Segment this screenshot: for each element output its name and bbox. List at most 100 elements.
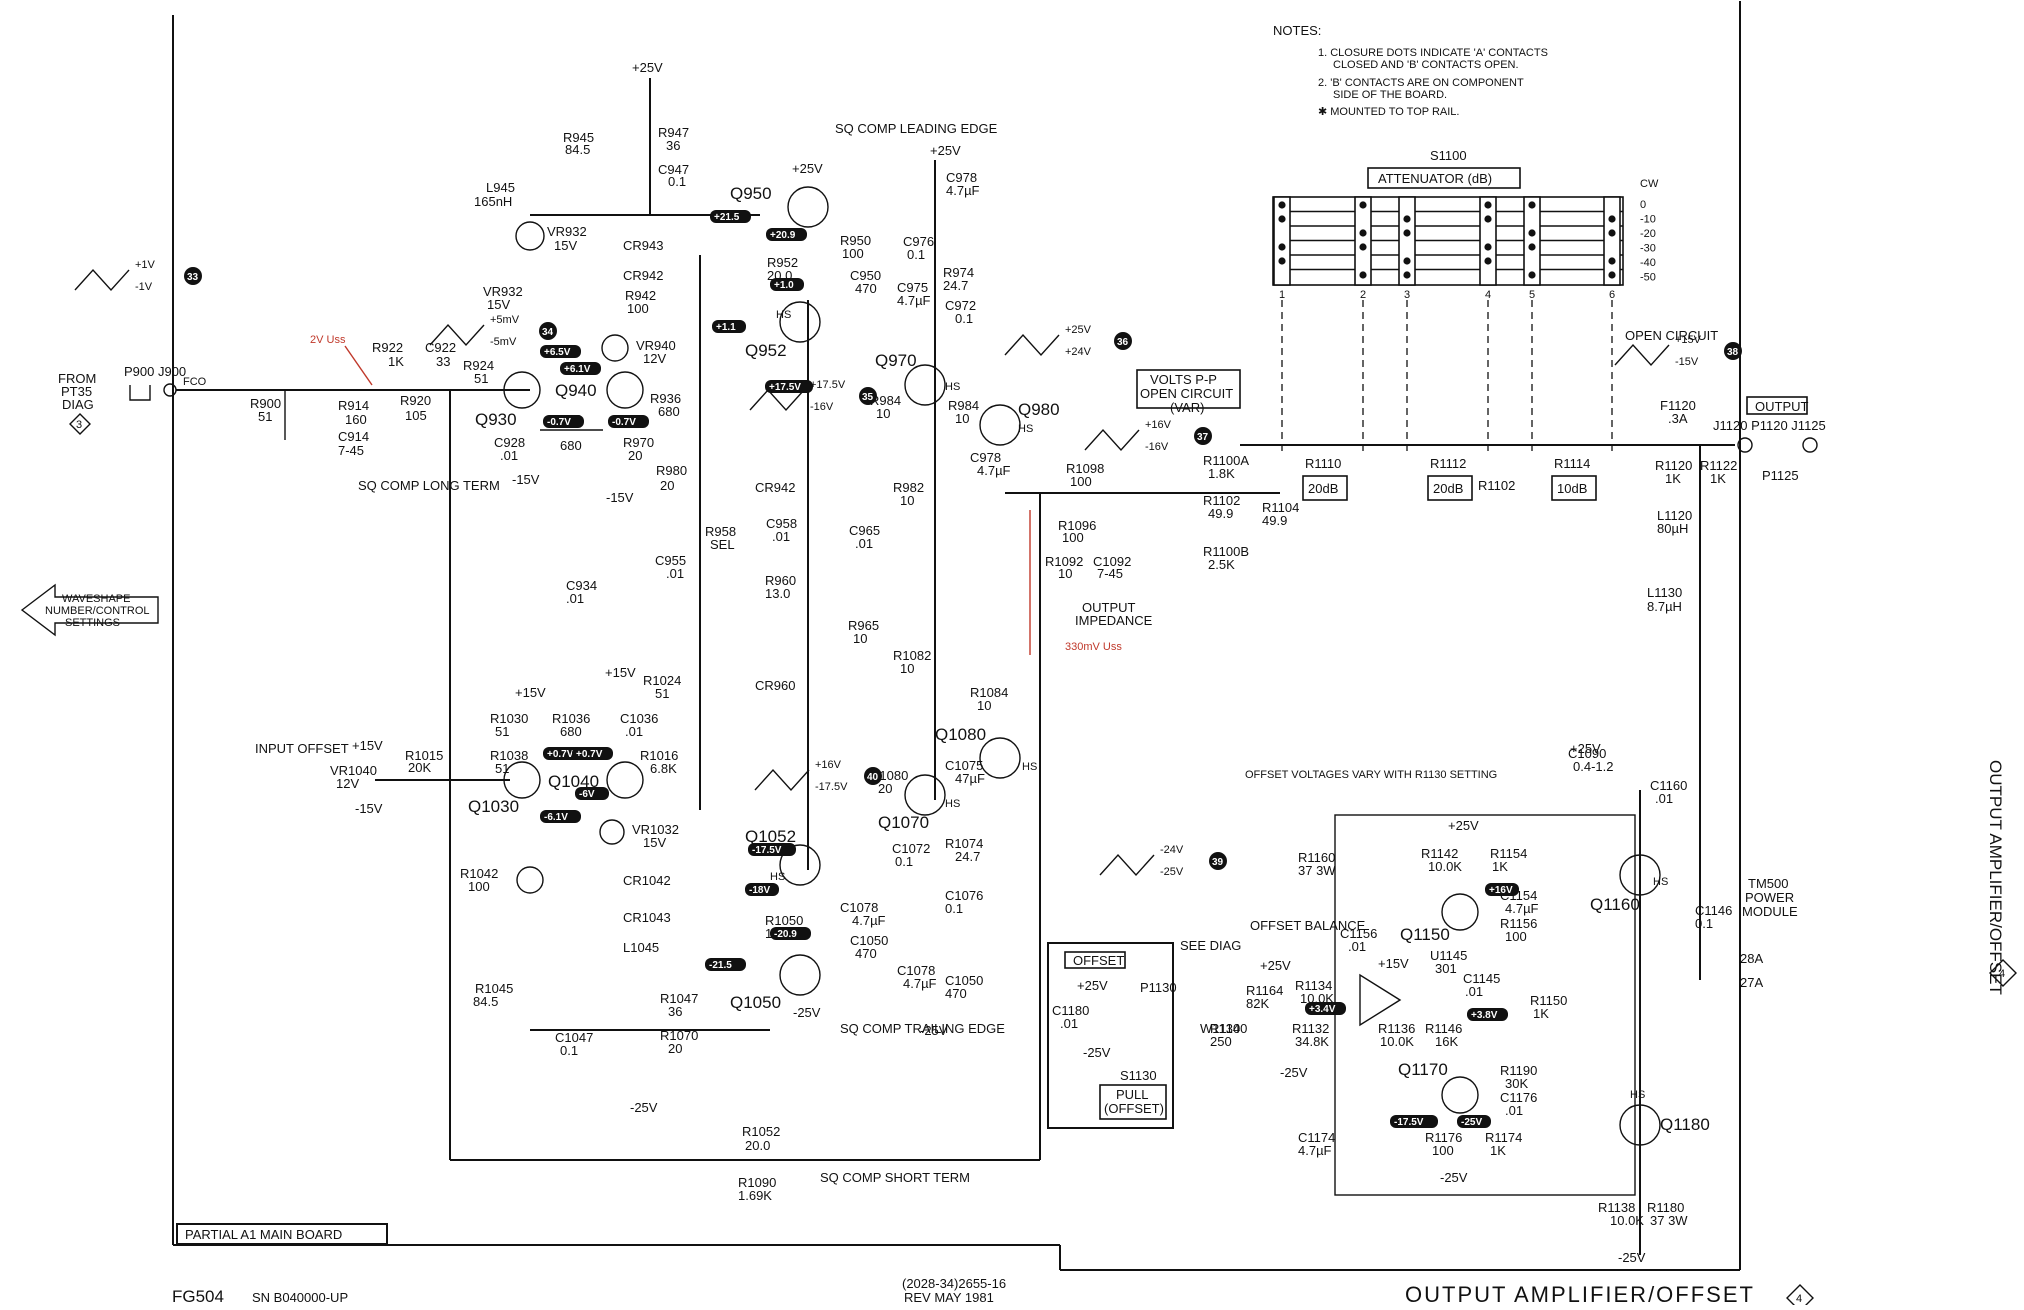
svg-text:1K: 1K xyxy=(1533,1006,1549,1021)
svg-text:R1082: R1082 xyxy=(893,648,931,663)
note-line: SIDE OF THE BOARD. xyxy=(1333,89,1447,101)
svg-text:10: 10 xyxy=(900,661,914,676)
svg-text:R1122: R1122 xyxy=(1700,458,1737,473)
test-voltage-tag: +6.5V xyxy=(540,345,581,358)
svg-text:R950: R950 xyxy=(840,233,871,248)
svg-text:R982: R982 xyxy=(893,480,924,495)
svg-text:HS: HS xyxy=(945,798,960,810)
svg-text:0.1: 0.1 xyxy=(668,174,686,189)
svg-text:1K: 1K xyxy=(1490,1143,1506,1158)
svg-text:0.4-1.2: 0.4-1.2 xyxy=(1573,759,1613,774)
offset-note: OFFSET VOLTAGES VARY WITH R1130 SETTING xyxy=(1245,769,1497,781)
see-diag-label: SEE DIAG xyxy=(1180,938,1241,953)
svg-text:4.7µF: 4.7µF xyxy=(946,183,980,198)
svg-text:R974: R974 xyxy=(943,265,974,280)
svg-text:4.7µF: 4.7µF xyxy=(1505,901,1539,916)
svg-text:680: 680 xyxy=(560,438,582,453)
svg-text:10: 10 xyxy=(853,631,867,646)
svg-text:R1134: R1134 xyxy=(1295,978,1332,993)
svg-text:+15V: +15V xyxy=(605,665,636,680)
notes-block: NOTES: 1. CLOSURE DOTS INDICATE 'A' CONT… xyxy=(1273,23,1548,118)
closure-dot xyxy=(1608,271,1616,279)
svg-text:0.1: 0.1 xyxy=(560,1043,578,1058)
svg-text:1.69K: 1.69K xyxy=(738,1188,772,1203)
feedback-network: R1052 20.0 R1090 1.69K SQ COMP SHORT TER… xyxy=(449,390,1041,1203)
svg-text:C972: C972 xyxy=(945,298,976,313)
transistor-q980: Q980 xyxy=(1018,400,1060,419)
svg-text:15V: 15V xyxy=(643,835,666,850)
pad-value: 10dB xyxy=(1557,481,1587,496)
sheet-diag-number: 4 xyxy=(1796,1293,1802,1305)
svg-text:-15V: -15V xyxy=(512,472,540,487)
s1130-label: S1130 xyxy=(1120,1068,1157,1083)
svg-text:R1176: R1176 xyxy=(1425,1130,1462,1145)
svg-text:-25V: -25V xyxy=(1083,1045,1111,1060)
svg-text:7-45: 7-45 xyxy=(1097,566,1123,581)
svg-text:R924: R924 xyxy=(463,358,494,373)
svg-text:15V: 15V xyxy=(554,238,577,253)
svg-text:L1130: L1130 xyxy=(1647,585,1682,600)
closure-dot xyxy=(1484,243,1492,251)
waveform-hi: +17.5V xyxy=(810,379,846,391)
test-voltage-value: -17.5V xyxy=(752,845,782,856)
svg-text:+25V: +25V xyxy=(1570,741,1601,756)
svg-text:36: 36 xyxy=(668,1004,682,1019)
volts-pp-label: VOLTS P-P xyxy=(1150,372,1217,387)
svg-text:HS: HS xyxy=(776,309,791,321)
p1130-label: P1130 xyxy=(1140,980,1177,995)
offset-balance-label: OFFSET BALANCE xyxy=(1250,918,1366,933)
svg-text:R936: R936 xyxy=(650,391,681,406)
attenuator-step: 0 xyxy=(1640,199,1646,211)
svg-text:7-45: 7-45 xyxy=(338,443,364,458)
svg-text:R945: R945 xyxy=(563,130,594,145)
svg-text:1K: 1K xyxy=(1492,859,1508,874)
svg-text:100: 100 xyxy=(1070,474,1092,489)
test-voltage-tag: -0.7V xyxy=(543,415,584,428)
test-voltage-tag: +0.7V xyxy=(572,747,613,760)
svg-text:VR1040: VR1040 xyxy=(330,763,377,778)
attenuator-contact-number: 3 xyxy=(1404,289,1410,301)
pad-ref: R1110 xyxy=(1305,456,1341,471)
note-line: 2. 'B' CONTACTS ARE ON COMPONENT xyxy=(1318,77,1524,89)
svg-text:C1050: C1050 xyxy=(945,973,983,988)
svg-text:R1100A: R1100A xyxy=(1203,453,1249,468)
svg-text:L1120: L1120 xyxy=(1657,508,1692,523)
lower-output-stage: Q1052 HS Q1050 -25V C1078 4.7µF R1050 10… xyxy=(730,725,1037,1038)
test-voltage-value: -25V xyxy=(1461,1117,1482,1128)
waveform-id: 33 xyxy=(187,272,199,283)
waveform-id: 36 xyxy=(1117,337,1129,348)
red-annotation-330mv: 330mV Uss xyxy=(1065,641,1122,653)
svg-text:C1047: C1047 xyxy=(555,1030,593,1045)
svg-text:10: 10 xyxy=(900,493,914,508)
svg-text:C978: C978 xyxy=(970,450,1001,465)
attenuator-cw: CW xyxy=(1640,178,1659,190)
svg-text:+15V: +15V xyxy=(352,738,383,753)
svg-text:4.7µF: 4.7µF xyxy=(1298,1143,1332,1158)
test-voltage-tag: -17.5V xyxy=(1390,1115,1438,1128)
svg-text:12V: 12V xyxy=(643,351,666,366)
test-voltage-value: -0.7V xyxy=(547,417,571,428)
svg-text:37 3W: 37 3W xyxy=(1298,863,1336,878)
closure-dot xyxy=(1359,229,1367,237)
svg-text:-25V: -25V xyxy=(1280,1065,1308,1080)
svg-text:84.5: 84.5 xyxy=(473,994,498,1009)
svg-text:C1078: C1078 xyxy=(897,963,935,978)
closure-dot xyxy=(1403,215,1411,223)
test-voltage-tag: +1.1 xyxy=(712,320,746,333)
svg-text:10: 10 xyxy=(977,698,991,713)
test-voltage-value: +1.1 xyxy=(716,322,736,333)
svg-text:13.0: 13.0 xyxy=(765,586,790,601)
svg-text:C955: C955 xyxy=(655,553,686,568)
model-label: FG504 xyxy=(172,1287,224,1305)
svg-text:CR943: CR943 xyxy=(623,238,663,253)
waveform-lo: -25V xyxy=(1160,866,1184,878)
svg-text:+25V: +25V xyxy=(1077,978,1108,993)
test-voltage-tag: -21.5 xyxy=(705,958,746,971)
title-block: PARTIAL A1 MAIN BOARD FG504 SN B040000-U… xyxy=(172,760,2017,1310)
mid-column: CR942 R958 SEL C958 .01 C965 .01 C955 .0… xyxy=(566,255,1008,870)
svg-text:C1180: C1180 xyxy=(1052,1003,1089,1018)
volts-pp-box xyxy=(1136,369,1241,409)
